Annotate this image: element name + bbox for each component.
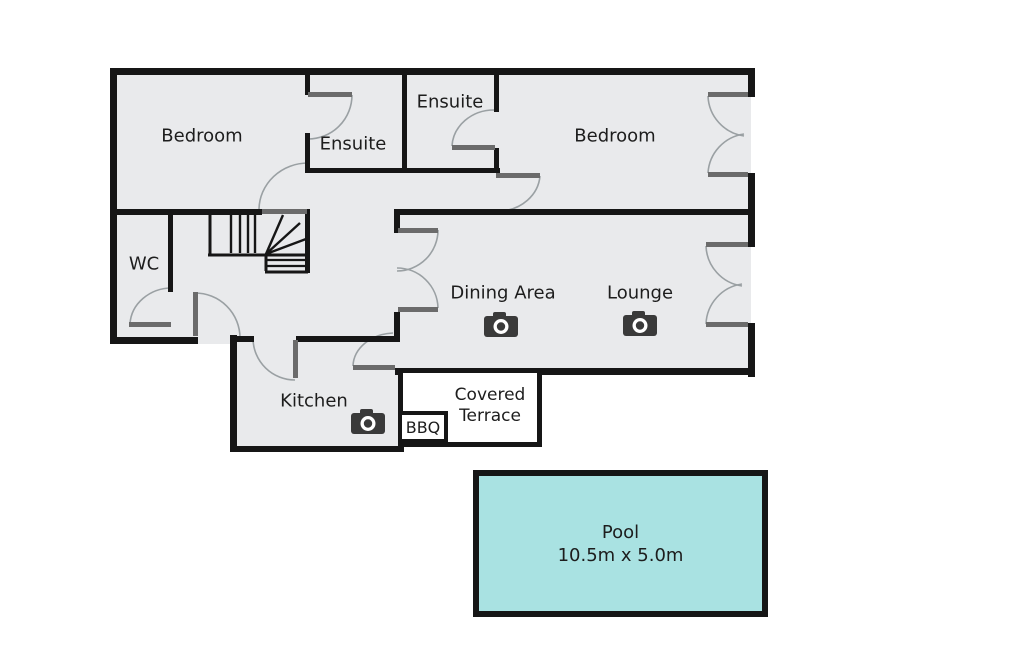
camera-icon[interactable] [351, 408, 385, 434]
terrace-label: Covered Terrace [454, 385, 526, 426]
wall-segment [230, 335, 237, 452]
door-leaf-ensuite-mid [452, 145, 495, 150]
wall-segment [494, 148, 499, 173]
wall-segment [305, 209, 310, 273]
wall-segment [110, 68, 755, 75]
door-leaf-stairs-top [262, 209, 307, 214]
room-label-ensuite-left: Ensuite [319, 133, 387, 155]
wall-segment [494, 68, 499, 112]
wall-segment [110, 209, 262, 215]
wall-segment [296, 336, 400, 342]
wall-segment [110, 68, 117, 344]
door-leaf-kitchen-hall [293, 340, 298, 378]
floor-living [395, 209, 751, 371]
room-label-bedroom-right: Bedroom [574, 125, 656, 147]
room-label-lounge: Lounge [606, 282, 674, 304]
wall-segment [305, 133, 310, 173]
wall-segment [230, 446, 404, 452]
bbq-label: BBQ [405, 417, 441, 437]
door-leaf-ensuite-left [308, 92, 352, 97]
door-leaf-wc [129, 322, 171, 327]
camera-icon[interactable] [484, 311, 518, 337]
wall-segment [168, 209, 173, 292]
pool-dimensions: 10.5m x 5.0m [557, 544, 684, 566]
wall-segment [748, 68, 755, 97]
wall-segment [395, 368, 753, 375]
french-door-jamb [706, 322, 748, 327]
door-leaf-front-door [193, 292, 198, 336]
french-door-jamb [708, 172, 748, 177]
camera-icon[interactable] [623, 310, 657, 336]
french-door-jamb [708, 92, 748, 97]
wall-segment [110, 337, 198, 344]
room-label-bedroom-left: Bedroom [161, 125, 243, 147]
door-leaf-bedroom-right [496, 173, 540, 178]
wall-segment [748, 323, 755, 377]
french-door-jamb [706, 242, 748, 247]
door-leaf-kitchen-dining [353, 365, 395, 370]
wall-segment [305, 68, 310, 95]
wall-segment [395, 209, 753, 215]
wall-segment [394, 209, 400, 233]
wall-segment [402, 68, 407, 173]
wall-segment [394, 312, 400, 338]
room-label-dining: Dining Area [450, 282, 556, 304]
floor-hall [113, 211, 398, 340]
room-label-ensuite-mid: Ensuite [416, 91, 484, 113]
room-label-wc: WC [128, 253, 160, 275]
door-leaf-dining-upper [398, 228, 438, 233]
floor-front-door-threshold [196, 335, 238, 344]
bbq-box: BBQ [398, 411, 448, 443]
floor-bedrooms-level [113, 71, 751, 213]
pool-title: Pool [601, 521, 640, 543]
wall-segment [230, 336, 254, 342]
door-leaf-dining-lower [398, 307, 438, 312]
room-label-kitchen: Kitchen [280, 390, 348, 412]
pool: Pool 10.5m x 5.0m [473, 470, 768, 617]
